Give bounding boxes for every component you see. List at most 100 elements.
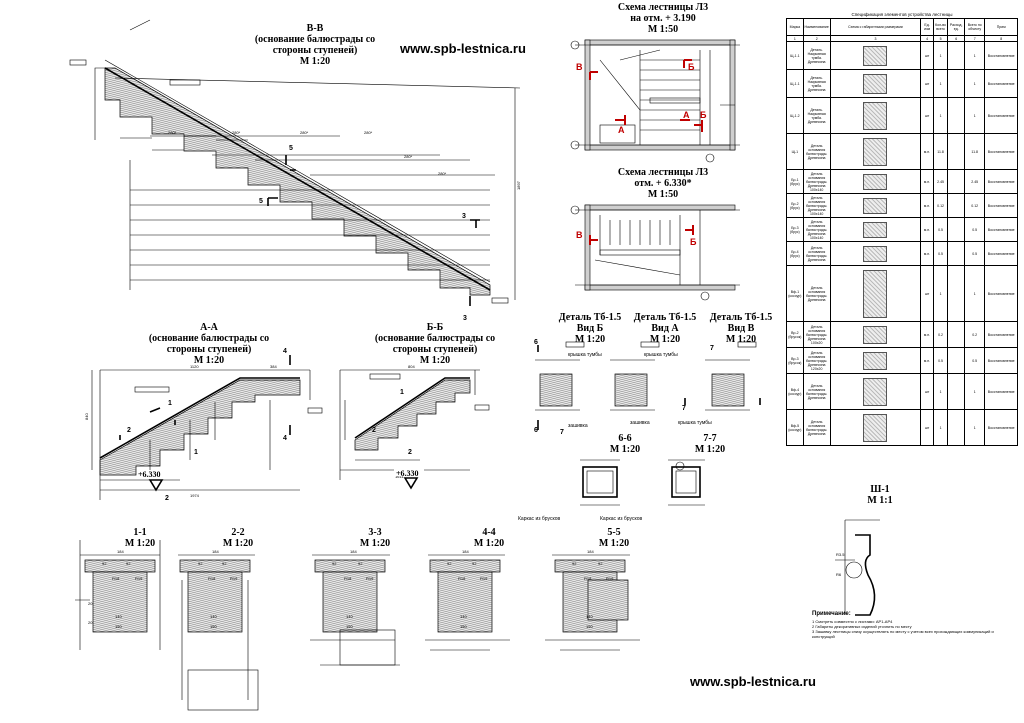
svg-text:4: 4 <box>283 348 287 355</box>
svg-text:140: 140 <box>346 614 353 619</box>
spec-row: Бр-3 (брус)Деталь основания балюстрады. … <box>786 217 1018 242</box>
spec-row: Бр-1 (брус)Деталь основания балюстрады. … <box>786 169 1018 194</box>
svg-text:R3.5: R3.5 <box>836 552 845 557</box>
svg-text:1974: 1974 <box>190 493 200 498</box>
spec-sketch <box>829 97 922 134</box>
svg-text:R18: R18 <box>208 576 216 581</box>
post-details: крышка тумбы крышка тумбы зашивка зашивк… <box>534 339 761 436</box>
profile-sh1: R3.5 R6 <box>835 519 880 616</box>
spec-sketch-image <box>863 45 888 66</box>
spec-note: Восстановление <box>984 69 1018 98</box>
svg-text:92: 92 <box>572 561 577 566</box>
svg-text:92: 92 <box>222 561 227 566</box>
spec-name: Деталь основания балюстрады. Древесина <box>802 409 831 446</box>
spec-name: Деталь. Накрывная тумба. Древесина <box>802 69 831 98</box>
svg-text:3: 3 <box>463 315 467 322</box>
svg-text:1: 1 <box>194 449 198 456</box>
svg-text:1897: 1897 <box>516 180 521 190</box>
svg-text:280*: 280* <box>168 130 177 135</box>
svg-text:280*: 280* <box>232 130 241 135</box>
svg-text:92: 92 <box>102 561 107 566</box>
red-mark-b3: Б <box>690 237 697 247</box>
note-item: 3 Зашивку лестницы снизу осуществлять по… <box>812 629 994 639</box>
spec-sketch <box>829 241 922 266</box>
svg-text:4: 4 <box>283 435 287 442</box>
svg-text:150: 150 <box>210 624 217 629</box>
cross-sections: 184 92 92 R18 R19 140 150 20 20 184 92 92 R18 R1… <box>75 540 640 711</box>
svg-text:92: 92 <box>358 561 363 566</box>
svg-text:1: 1 <box>168 400 172 407</box>
svg-text:5: 5 <box>259 198 263 205</box>
spec-name: Деталь основания балюстрады. Древесина <box>802 241 831 266</box>
svg-text:92: 92 <box>332 561 337 566</box>
spec-unit: м.п. <box>920 133 934 170</box>
stair-section-bb2: 804 1611 +6.330 1 2 2 <box>339 364 490 490</box>
svg-text:R19: R19 <box>230 576 238 581</box>
spec-mark: Вф-5 (косоур) <box>786 409 804 446</box>
spec-sketch <box>829 321 922 348</box>
label-kryshka-3: крышка тумбы <box>678 420 712 426</box>
spec-unit: шт <box>920 409 934 446</box>
svg-text:184: 184 <box>587 549 594 554</box>
svg-text:R19: R19 <box>366 576 374 581</box>
svg-text:150: 150 <box>460 624 467 629</box>
svg-text:1120: 1120 <box>190 364 199 369</box>
spec-row: Вр-2 (брусок)Деталь основания балюстрады… <box>786 321 1018 348</box>
svg-text:184: 184 <box>117 549 124 554</box>
spec-name: Деталь основания балюстрады. Древесина 1… <box>802 217 831 242</box>
spec-sketch-image <box>863 101 888 130</box>
label-kryshka-1: крышка тумбы <box>568 352 602 358</box>
spec-sketch-image <box>863 413 888 442</box>
red-mark-a2: А <box>683 110 690 120</box>
spec-sketch <box>829 373 922 410</box>
spec-sketch-image <box>863 173 888 190</box>
stair-section-aa: 1120 384 1974 840 +6.330 1 2 1 2 4 4 <box>84 348 323 502</box>
stair-section-bb: 280* 280* 280* 280* 280* 280* 1897 5 5 3… <box>69 19 521 322</box>
spec-sketch-image <box>863 137 888 166</box>
label-zashivka-2: зашивка <box>630 420 650 426</box>
svg-text:R19: R19 <box>606 576 614 581</box>
svg-text:1611: 1611 <box>395 474 404 479</box>
svg-text:92: 92 <box>598 561 603 566</box>
spec-note: Восстановление <box>984 347 1018 374</box>
svg-text:R18: R18 <box>344 576 352 581</box>
spec-total: 0.2 <box>964 321 986 348</box>
svg-text:20: 20 <box>88 601 93 606</box>
spec-sketch <box>829 169 922 194</box>
spec-note: Восстановление <box>984 193 1018 218</box>
svg-text:280*: 280* <box>404 154 413 159</box>
svg-text:92: 92 <box>198 561 203 566</box>
svg-text:92: 92 <box>447 561 452 566</box>
red-mark-a1: А <box>618 125 625 135</box>
spec-unit: шт <box>920 373 934 410</box>
svg-text:184: 184 <box>350 549 357 554</box>
elevation-aa: +6.330 <box>138 470 161 479</box>
svg-text:20: 20 <box>88 620 93 625</box>
svg-text:3: 3 <box>462 213 466 220</box>
spec-row: Вф-4 (косоур)Деталь основания балюстрады… <box>786 373 1018 410</box>
spec-name: Деталь. Накрывная тумба. Древесина <box>802 41 831 70</box>
spec-sketch <box>829 347 922 374</box>
spec-unit: шт <box>920 265 934 322</box>
spec-note: Восстановление <box>984 321 1018 348</box>
svg-text:140: 140 <box>115 614 122 619</box>
spec-sketch-image <box>863 245 888 262</box>
svg-text:150: 150 <box>115 624 122 629</box>
svg-text:2: 2 <box>372 427 376 434</box>
site-url-bottom[interactable]: www.spb-lestnica.ru <box>690 674 816 689</box>
spec-row: Вф-5 (косоур)Деталь основания балюстрады… <box>786 409 1018 446</box>
spec-title: Спецификация элементов устройства лестни… <box>851 12 953 17</box>
spec-note: Восстановление <box>984 265 1018 322</box>
site-url-top[interactable]: www.spb-lestnica.ru <box>400 41 526 56</box>
svg-text:150: 150 <box>346 624 353 629</box>
